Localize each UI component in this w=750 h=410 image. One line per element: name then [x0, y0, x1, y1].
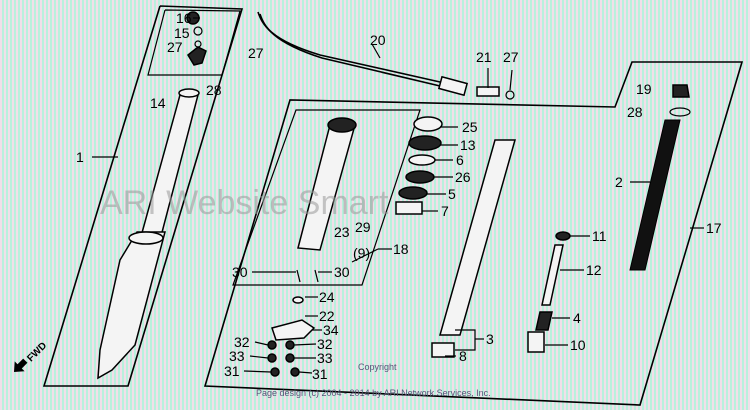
- fork-slider-left: [97, 11, 207, 380]
- fork-tube: [431, 139, 516, 358]
- fork-spring: [629, 84, 691, 271]
- callout-22: 22: [319, 308, 335, 324]
- callout-21: 21: [476, 49, 492, 65]
- callout-12: 12: [586, 262, 602, 278]
- callout-2: 2: [615, 174, 623, 190]
- fwd-direction-indicator: FWD: [14, 340, 49, 372]
- callout-1: 1: [76, 149, 84, 165]
- callout-25: 25: [462, 119, 478, 135]
- fork-slider-right: [267, 117, 357, 377]
- callout-32b: 32: [317, 336, 333, 352]
- callout-28: 28: [206, 82, 222, 98]
- copyright-line2: Page design (c) 2004 - 2014 by ARI Netwo…: [256, 388, 491, 398]
- callout-23: 23: [334, 224, 350, 240]
- callout-26: 26: [455, 169, 471, 185]
- callout-27c: 27: [503, 49, 519, 65]
- callout-31b: 31: [312, 366, 328, 382]
- callout-7: 7: [441, 203, 449, 219]
- copyright-line1: Copyright: [358, 362, 397, 372]
- callout-9: (9): [353, 245, 370, 261]
- callout-27: 27: [167, 39, 183, 55]
- watermark: ARI Website Smart: [100, 184, 389, 222]
- damper-rod: [527, 231, 571, 353]
- callout-34: 34: [323, 322, 339, 338]
- callout-16: 16: [176, 10, 192, 26]
- callout-30b: 30: [334, 264, 350, 280]
- callout-24: 24: [319, 289, 335, 305]
- callout-32: 32: [234, 334, 250, 350]
- callout-3: 3: [486, 331, 494, 347]
- callout-30: 30: [232, 264, 248, 280]
- callout-33: 33: [229, 348, 245, 364]
- arrow-icon: [14, 358, 28, 372]
- callout-11: 11: [592, 228, 607, 244]
- callout-33b: 33: [317, 350, 333, 366]
- callout-19: 19: [636, 81, 652, 97]
- panel-outlines: [42, 5, 744, 406]
- seal-stack: [395, 116, 443, 215]
- brake-hose: [257, 11, 515, 100]
- leader-lines: [92, 17, 704, 374]
- callout-14: 14: [150, 95, 166, 111]
- callout-20: 20: [370, 32, 386, 48]
- callout-4: 4: [573, 310, 581, 326]
- fwd-label: FWD: [25, 340, 49, 364]
- callout-13: 13: [460, 137, 476, 153]
- callout-labels: 16 15 27 14 28 1 27 20 21 27 19 28 25 13…: [76, 10, 722, 382]
- callout-28b: 28: [627, 104, 643, 120]
- callout-27b: 27: [248, 45, 264, 61]
- callout-29: 29: [355, 219, 371, 235]
- callout-15: 15: [174, 25, 190, 41]
- callout-5: 5: [448, 186, 456, 202]
- callout-18: 18: [393, 241, 409, 257]
- callout-8: 8: [459, 348, 467, 364]
- callout-31: 31: [224, 363, 240, 379]
- callout-6: 6: [456, 152, 464, 168]
- callout-10: 10: [570, 337, 586, 353]
- callout-17: 17: [706, 220, 722, 236]
